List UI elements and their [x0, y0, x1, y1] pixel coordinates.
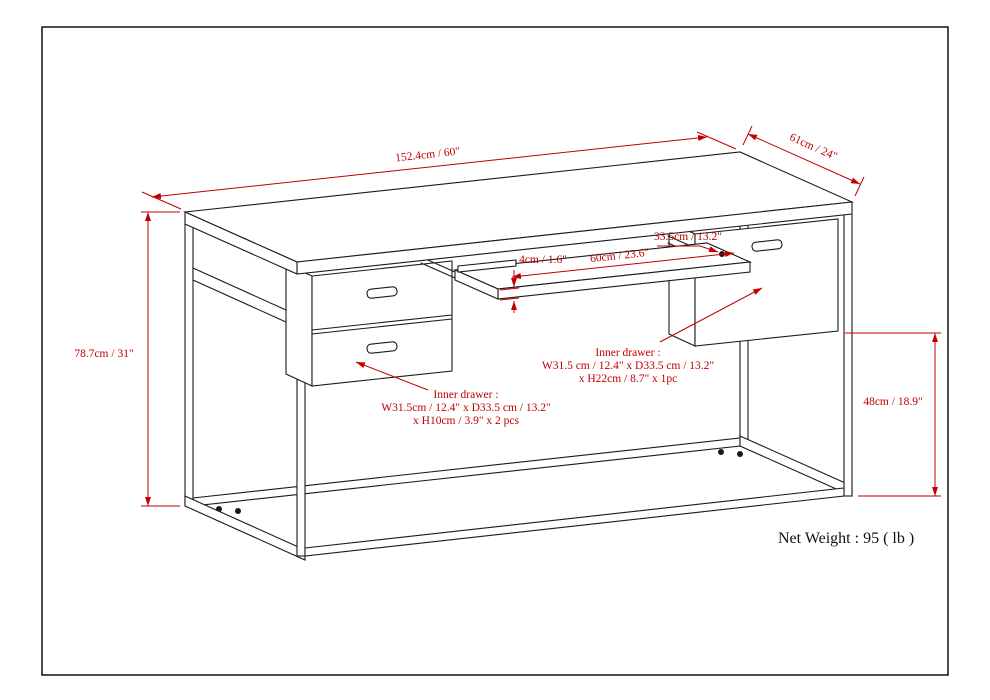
dim-height: 78.7cm / 31"	[74, 211, 180, 507]
page-border	[41, 26, 949, 676]
back-stretcher	[192, 437, 741, 507]
tray-left-edge	[454, 269, 499, 300]
dim-clearance-text: 48cm / 18.9"	[863, 396, 922, 408]
left-frame-top-bar	[192, 267, 298, 328]
dimension-line	[151, 134, 708, 200]
left-drawer-unit	[285, 260, 453, 387]
dim-height-text: 78.7cm / 31"	[74, 348, 133, 360]
leveling-foot	[718, 449, 724, 455]
drawer-handle	[366, 286, 398, 299]
left-unit-side	[285, 263, 313, 387]
right-inner-drawer-line3: x H22cm / 8.7" x 1pc	[579, 373, 678, 385]
desk-frame	[184, 163, 853, 561]
right-floor-runner	[739, 435, 853, 497]
leveling-foot	[737, 451, 743, 457]
right-inner-drawer-line1: Inner drawer :	[595, 347, 660, 359]
extension-line	[854, 176, 865, 197]
dim-drawer-depth: 33.5cm / 13.2"	[654, 231, 722, 253]
dimension-line	[511, 250, 735, 280]
front-stretcher	[304, 487, 845, 557]
dim-depth-text: 61cm / 24"	[788, 131, 839, 163]
leader-line	[657, 245, 719, 253]
dim-tray-thickness: 4cm / 1.6"	[499, 254, 567, 313]
leader-line	[355, 361, 429, 391]
label-right-inner-drawer: Inner drawer : W31.5 cm / 12.4" x D33.5 …	[542, 287, 763, 385]
desk-top-left-edge	[184, 211, 298, 275]
tray-slide	[420, 262, 456, 279]
back-left-leg	[184, 223, 194, 507]
dim-length-text: 152.4cm / 60"	[395, 146, 461, 165]
drawer-handle	[751, 239, 783, 252]
left-inner-drawer-line3: x H10cm / 3.9" x 2 pcs	[413, 415, 519, 427]
front-right-leg	[843, 213, 853, 497]
extension-line	[696, 131, 737, 150]
left-inner-drawer-line1: Inner drawer :	[433, 389, 498, 401]
drawer-divider	[311, 314, 453, 331]
dim-tray-thickness-text: 4cm / 1.6"	[519, 254, 567, 266]
extension-line	[742, 125, 753, 146]
right-unit-front	[694, 218, 839, 347]
net-weight-text: Net Weight : 95 ( lb )	[778, 530, 914, 547]
dimension-line	[747, 133, 861, 185]
extension-line	[499, 287, 520, 291]
extension-line	[499, 297, 520, 301]
label-left-inner-drawer: Inner drawer : W31.5cm / 12.4" x D33.5 c…	[355, 361, 551, 427]
drawer-handle	[366, 341, 398, 354]
left-floor-runner	[184, 495, 306, 561]
drawer-divider	[311, 318, 453, 335]
left-unit-front	[311, 260, 453, 387]
left-inner-drawer-line2: W31.5cm / 12.4" x D33.5 cm / 13.2"	[381, 402, 550, 414]
dim-clearance: 48cm / 18.9"	[845, 332, 941, 497]
leader-line	[659, 287, 763, 343]
dim-drawer-depth-text: 33.5cm / 13.2"	[654, 231, 722, 243]
leveling-foot	[235, 508, 241, 514]
extension-line	[141, 191, 182, 210]
right-inner-drawer-line2: W31.5 cm / 12.4" x D33.5 cm / 13.2"	[542, 360, 714, 372]
